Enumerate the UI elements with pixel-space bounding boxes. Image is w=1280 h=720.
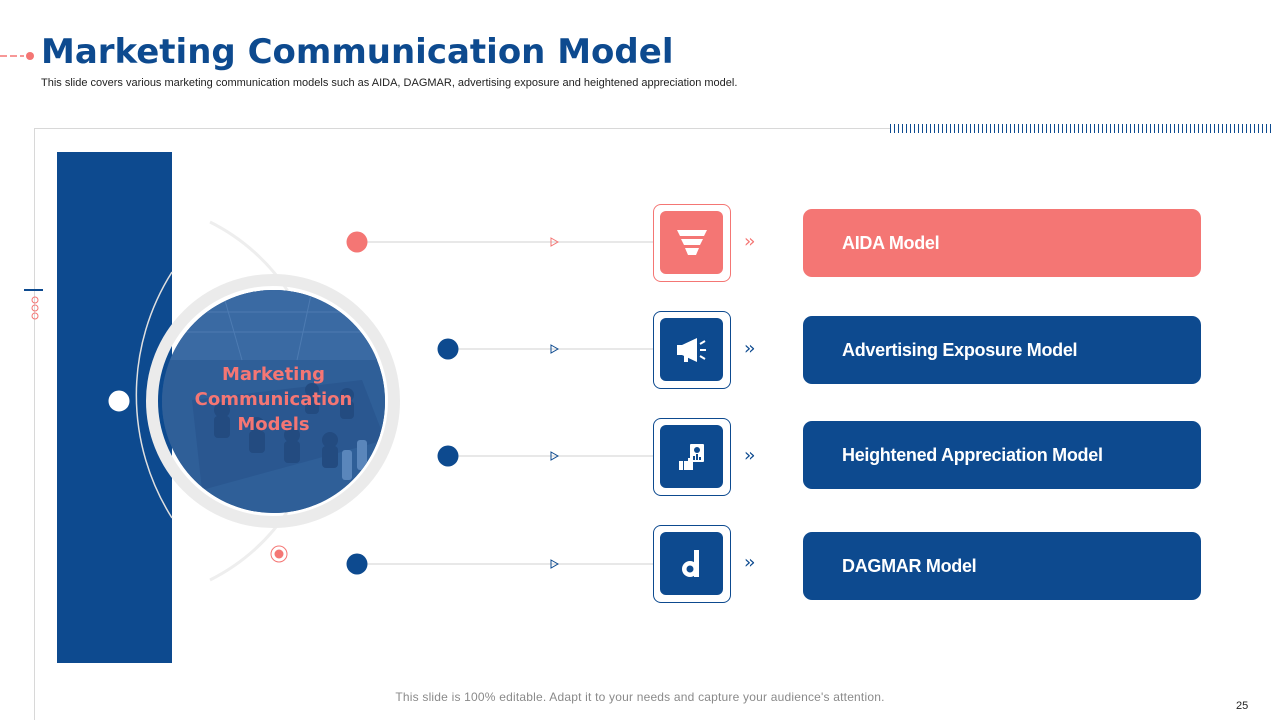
heightened-icon-box[interactable] <box>653 418 731 496</box>
chevron-right-icon: ›› <box>744 231 756 252</box>
funnel-icon <box>660 211 723 274</box>
title-decoration <box>0 52 34 60</box>
frame-top-line <box>34 128 890 129</box>
frame-left-line <box>34 128 35 720</box>
page-number: 25 <box>1236 700 1249 712</box>
connector-dot-4 <box>346 553 368 575</box>
arc-node <box>107 389 131 413</box>
thumbs-up-report-icon <box>660 425 723 488</box>
aida-icon-box[interactable] <box>653 204 731 282</box>
advertising-exposure-model-box[interactable]: Advertising Exposure Model <box>803 316 1201 384</box>
side-decoration <box>24 289 43 320</box>
chevron-right-icon: ›› <box>744 552 756 573</box>
connector-dot-3 <box>437 445 459 467</box>
center-label-line-3: Models <box>237 414 310 435</box>
meeting-room-image <box>162 290 385 513</box>
center-label-line-1: Marketing <box>221 364 326 385</box>
footer-note: This slide is 100% editable. Adapt it to… <box>395 690 885 704</box>
megaphone-icon <box>660 318 723 381</box>
center-photo-circle <box>162 290 385 513</box>
letter-d-icon <box>660 532 723 595</box>
chevron-right-icon: ›› <box>744 445 756 466</box>
chevron-right-icon: ›› <box>744 338 756 359</box>
page-title: Marketing Communication Model <box>41 32 674 72</box>
dagmar-icon-box[interactable] <box>653 525 731 603</box>
center-label-line-2: Communication <box>194 389 353 410</box>
connector-dot-2 <box>437 338 459 360</box>
heightened-appreciation-model-box[interactable]: Heightened Appreciation Model <box>803 421 1201 489</box>
hatched-stripe <box>890 124 1271 133</box>
aida-model-box[interactable]: AIDA Model <box>803 209 1201 277</box>
advertising-icon-box[interactable] <box>653 311 731 389</box>
page-subtitle: This slide covers various marketing comm… <box>41 77 738 89</box>
dagmar-model-box[interactable]: DAGMAR Model <box>803 532 1201 600</box>
center-label: Marketing Communication Models <box>162 362 385 437</box>
connector-dot-1 <box>346 231 368 253</box>
